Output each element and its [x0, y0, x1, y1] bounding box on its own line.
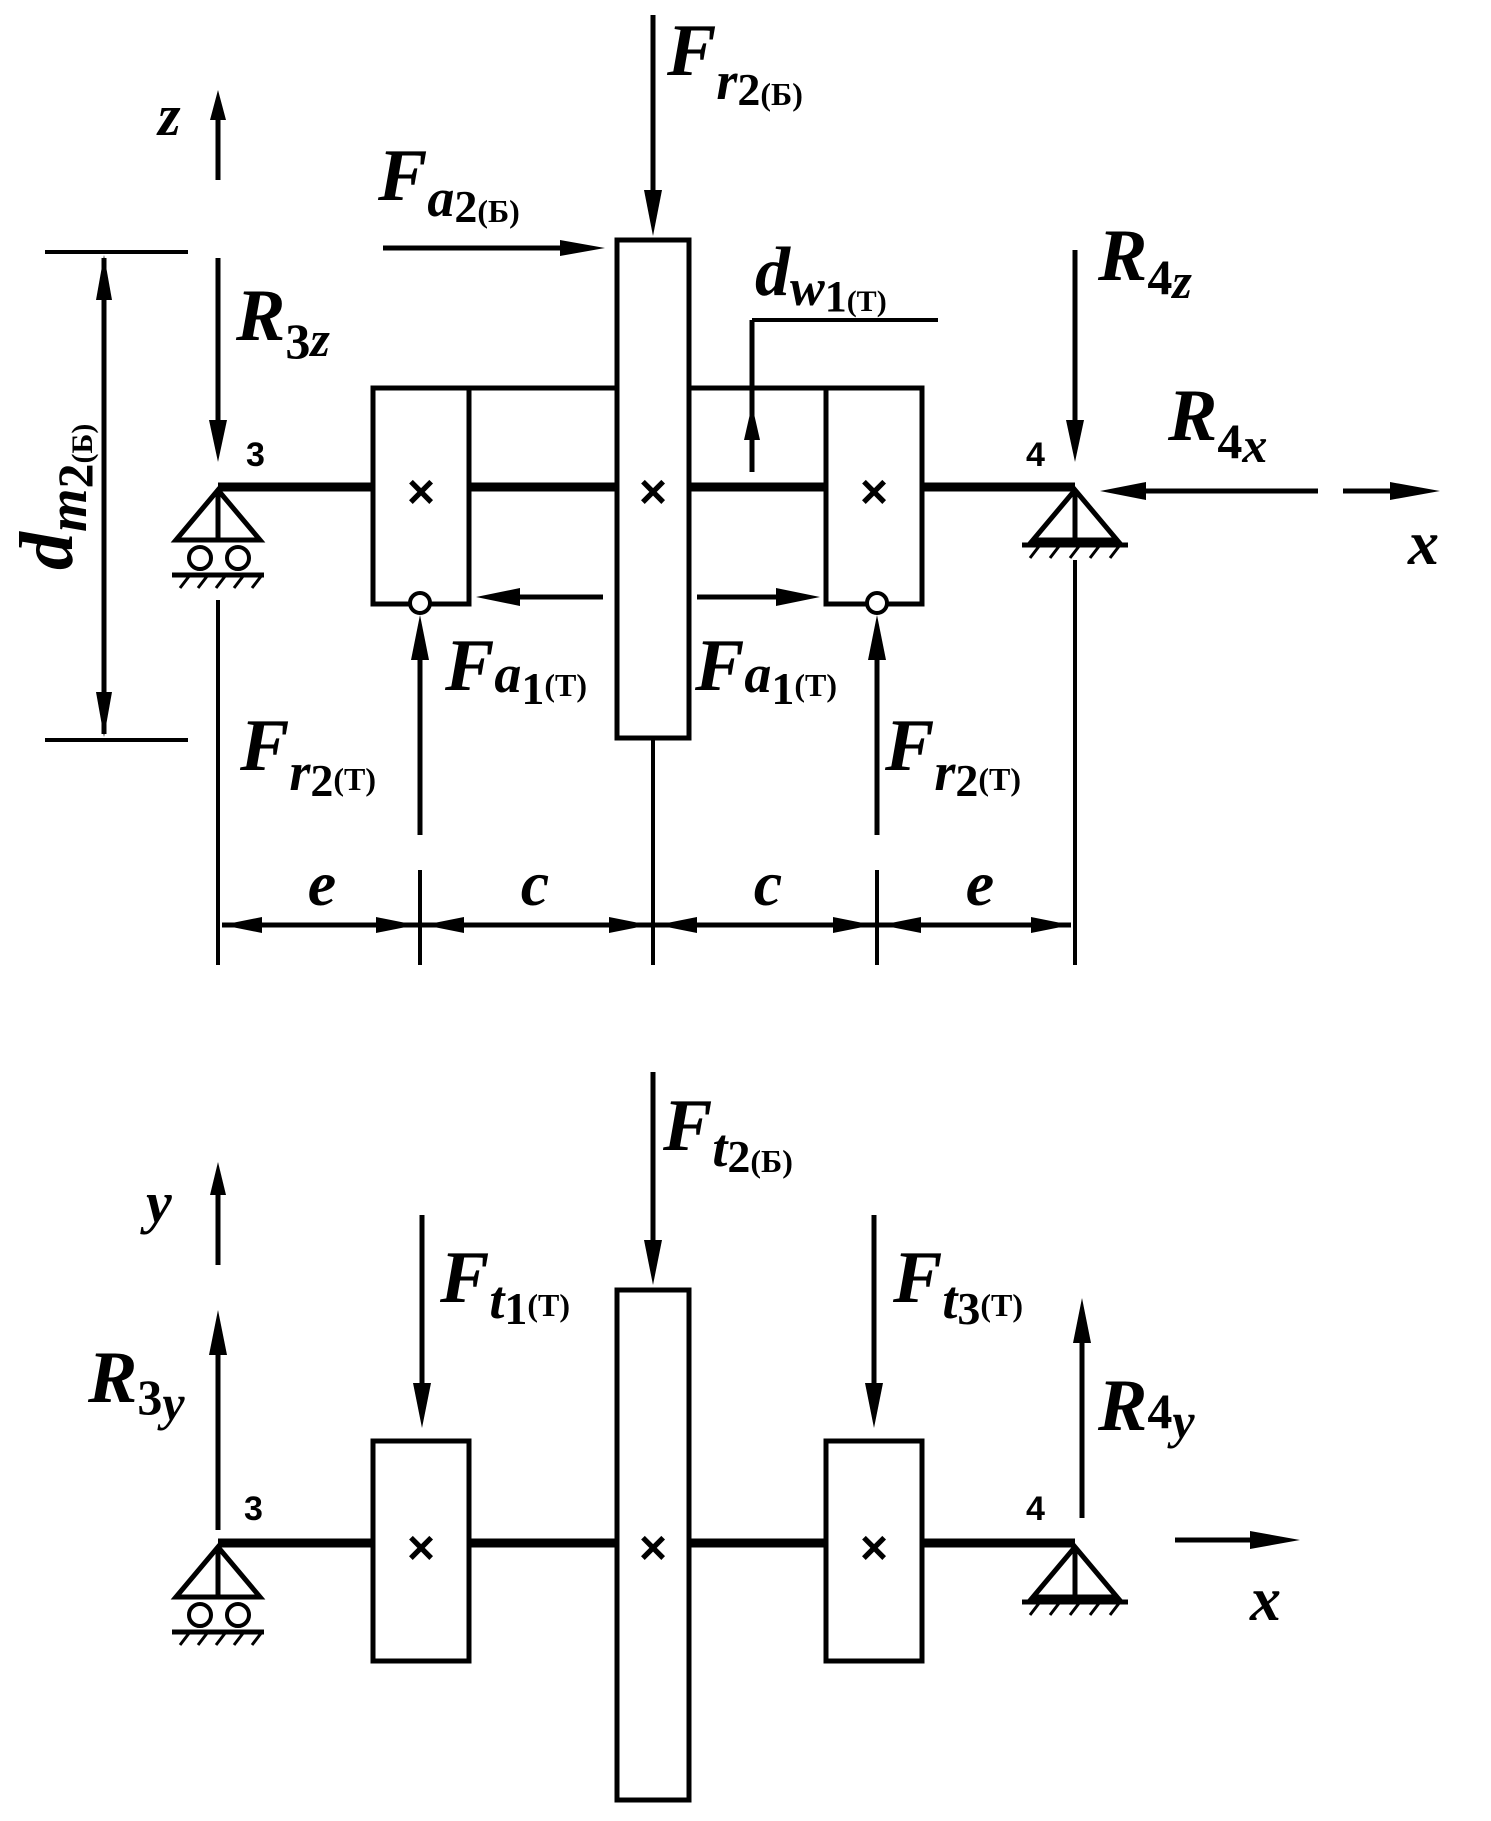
- top-right-cross: ×: [860, 466, 888, 519]
- r4z-label: R4z: [1097, 215, 1192, 309]
- reaction-r3y: R3y: [87, 1310, 227, 1530]
- force-fa2b: Fa2(Б): [377, 135, 605, 256]
- force-fr2t-left: Fr2(Т): [239, 615, 429, 835]
- bottom-right-cross: ×: [860, 1522, 888, 1575]
- dim-c-left: c: [521, 848, 549, 919]
- fr2t-right-label: Fr2(Т): [884, 705, 1021, 806]
- bottom-center-gear: [614, 1287, 692, 1803]
- fa1t-left-label: Fa1(Т): [444, 625, 587, 714]
- x-axis-top-label: x: [1407, 510, 1439, 578]
- reaction-r4z: R4z: [1066, 215, 1192, 462]
- top-center-cross: ×: [639, 466, 667, 519]
- y-axis-label: y: [140, 1170, 172, 1235]
- x-axis-bottom: x: [1175, 1531, 1300, 1634]
- top-view: z dm2(Б) × × ×: [5, 10, 1440, 965]
- ft3t-label: Ft3(Т): [892, 1237, 1023, 1334]
- r4y-label: R4y: [1097, 1365, 1195, 1449]
- y-axis: y: [140, 1162, 226, 1265]
- support-4-label: 4: [1026, 436, 1045, 474]
- x-axis-top: x: [1343, 482, 1440, 578]
- dw1t-marker: dw1(Т): [744, 234, 938, 472]
- fr2t-left-label: Fr2(Т): [239, 705, 376, 806]
- r3y-label: R3y: [87, 1337, 185, 1431]
- bottom-left-gear: [370, 1438, 472, 1664]
- dim-c-right: c: [754, 848, 782, 919]
- bottom-right-gear: [823, 1438, 925, 1664]
- bottom-support-4-label: 4: [1026, 1490, 1045, 1528]
- reaction-r4x: R4x: [1100, 375, 1318, 500]
- force-ft3t: Ft3(Т): [865, 1215, 1023, 1428]
- span-dimensions: e c c e: [216, 560, 1077, 965]
- reaction-r3z: R3z: [209, 258, 330, 462]
- support-4: 4: [1022, 436, 1128, 559]
- top-left-cross: ×: [407, 466, 435, 519]
- bottom-support-3-label: 3: [244, 1490, 263, 1528]
- reaction-r4y: R4y: [1073, 1298, 1195, 1518]
- left-gear-contact-point: [408, 591, 432, 615]
- bottom-view: y × × × 3: [87, 1072, 1300, 1803]
- force-ft1t: Ft1(Т): [413, 1215, 570, 1428]
- dm2-dimension: dm2(Б): [5, 250, 188, 742]
- dim-e-left: e: [308, 848, 336, 919]
- ft2b-label: Ft2(Б): [662, 1085, 793, 1182]
- x-axis-bottom-label: x: [1249, 1566, 1281, 1634]
- z-axis-label: z: [156, 83, 181, 148]
- dim-e-right: e: [966, 848, 994, 919]
- top-left-gear: [370, 385, 472, 607]
- svg-text:dm2(Б): dm2(Б): [5, 424, 103, 570]
- fa2b-label: Fa2(Б): [377, 135, 520, 232]
- dm2-label: dm2(Б): [5, 424, 103, 570]
- force-ft2b: Ft2(Б): [644, 1072, 793, 1285]
- support-3-label: 3: [246, 436, 265, 474]
- bottom-center-cross: ×: [639, 1522, 667, 1575]
- z-axis: z: [156, 83, 226, 180]
- force-fr2t-right: Fr2(Т): [868, 615, 1021, 835]
- force-fa1t-left: Fa1(Т): [444, 588, 603, 714]
- support-3: 3: [170, 436, 266, 589]
- ft1t-label: Ft1(Т): [439, 1237, 570, 1334]
- fa1t-right-label: Fa1(Т): [694, 625, 837, 714]
- right-gear-contact-point: [865, 591, 889, 615]
- force-fa1t-right: Fa1(Т): [694, 588, 837, 714]
- r3z-label: R3z: [235, 275, 330, 369]
- fr2b-label: Fr2(Б): [666, 10, 803, 115]
- force-fr2b: Fr2(Б): [644, 10, 803, 236]
- bottom-left-cross: ×: [407, 1522, 435, 1575]
- bottom-support-3: 3: [170, 1490, 266, 1646]
- r4x-label: R4x: [1167, 375, 1267, 473]
- bottom-support-4: 4: [1022, 1490, 1128, 1616]
- dw1t-label: dw1(Т): [755, 234, 887, 321]
